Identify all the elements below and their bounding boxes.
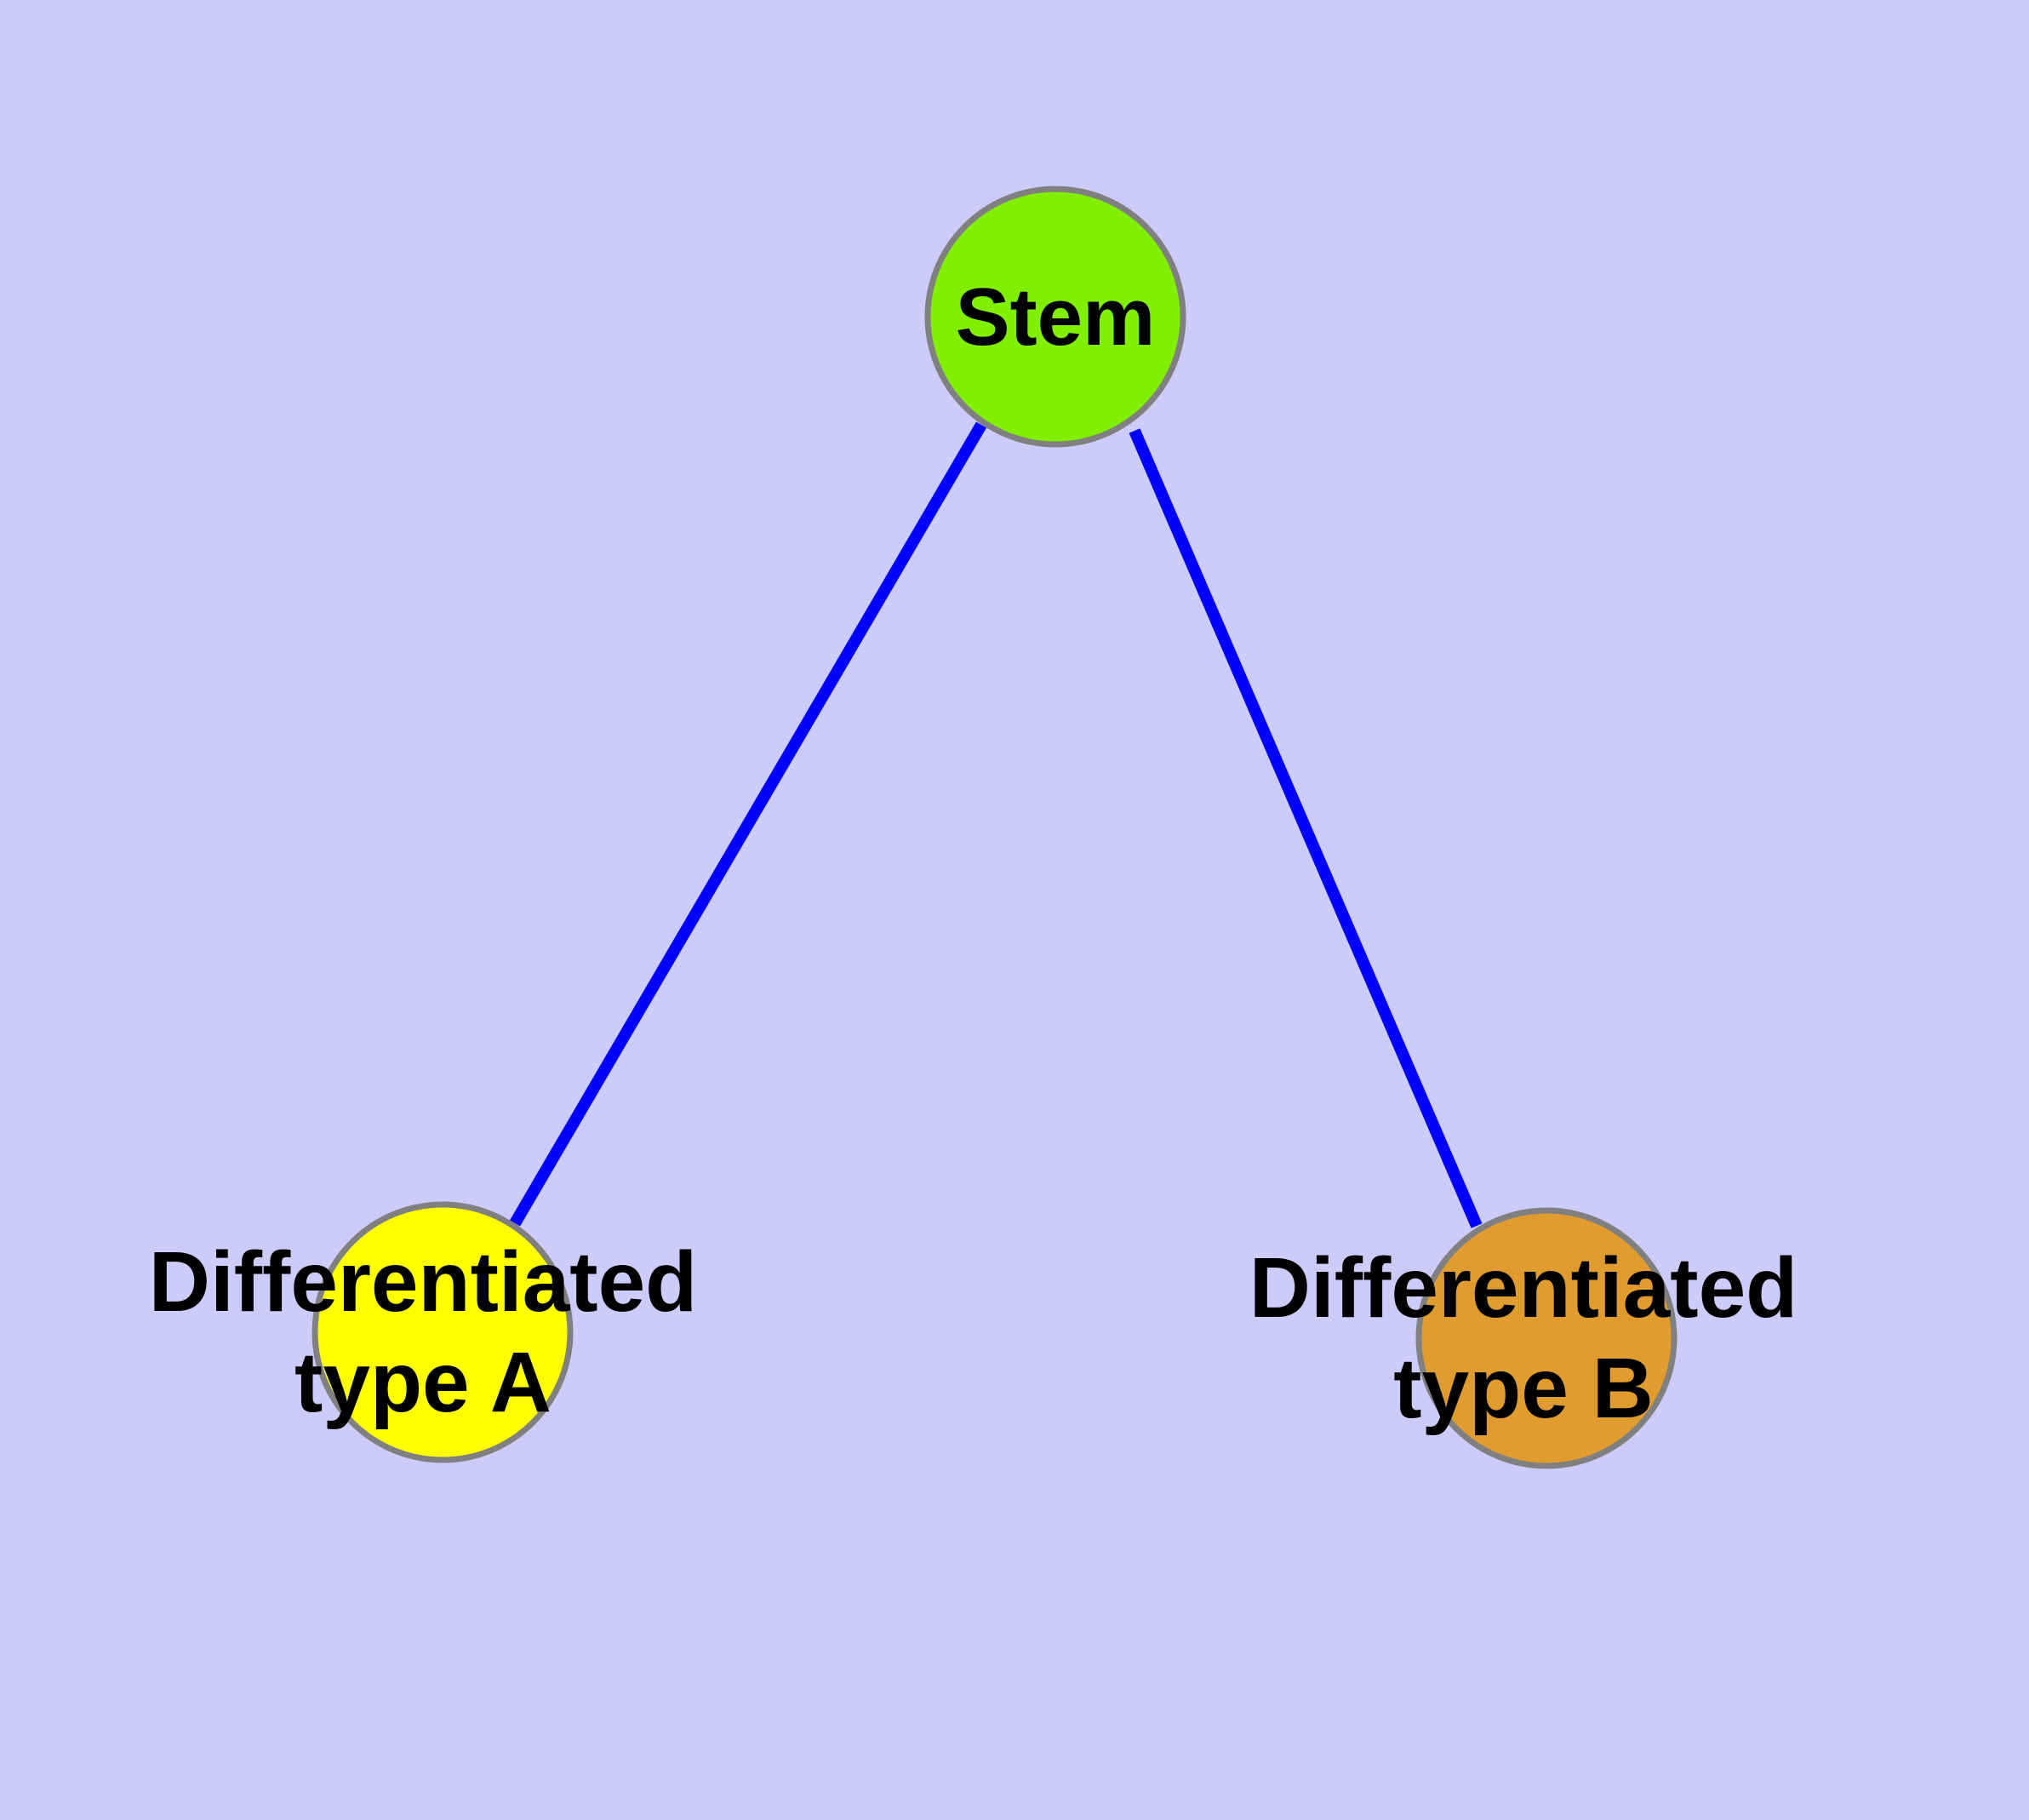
graph-node-label-line: Differentiated bbox=[149, 1234, 698, 1330]
graph-node-stem[interactable] bbox=[924, 186, 1186, 448]
graph-node-label-stem: Stem bbox=[956, 272, 1156, 363]
nodes-layer bbox=[311, 186, 1677, 1469]
edges-layer bbox=[509, 421, 1483, 1228]
graph-node-label-line: type A bbox=[294, 1335, 552, 1430]
graph-edge-stem-to-a[interactable] bbox=[509, 421, 987, 1227]
graph-node-label-line: Differentiated bbox=[1249, 1240, 1798, 1336]
graph-node-label-line: Stem bbox=[956, 272, 1156, 363]
graph-node-label-line: type B bbox=[1393, 1341, 1654, 1436]
graph-edge-stem-to-b[interactable] bbox=[1129, 428, 1483, 1228]
graph-node-diff_a[interactable] bbox=[311, 1201, 574, 1463]
graph-node-diff_b[interactable] bbox=[1415, 1207, 1677, 1469]
